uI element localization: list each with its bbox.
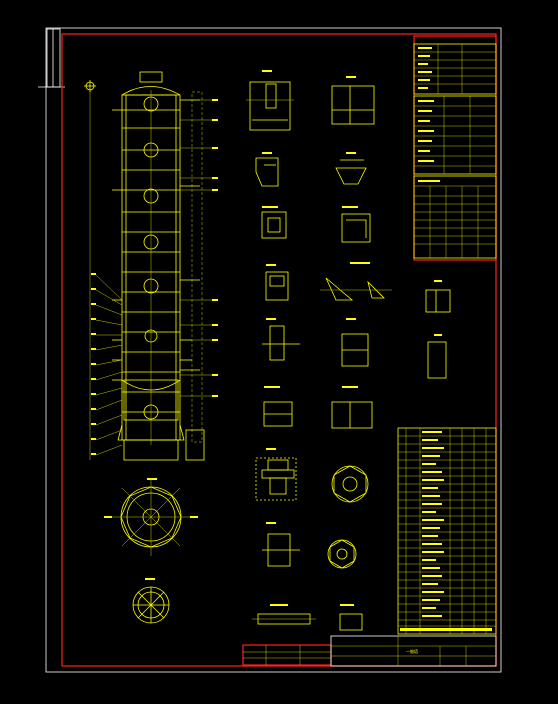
- tower-elevation-view: [84, 71, 218, 461]
- outer-frame: [45, 27, 502, 673]
- detail-views-column-3: [425, 280, 451, 379]
- inner-border: [61, 33, 497, 667]
- design-data-table: [413, 35, 497, 261]
- detail-views-column-1: [246, 70, 316, 625]
- base-ring-plan-view: [104, 478, 198, 556]
- title-block-drawing-name: 一舱塔: [406, 648, 418, 654]
- detail-views-column-2: [320, 76, 392, 631]
- revision-block: [242, 644, 332, 666]
- left-binding-strip: [46, 28, 61, 88]
- title-block: 一舱塔: [330, 635, 497, 667]
- parts-list-table: [397, 427, 497, 635]
- anchor-plate-plan-view: [132, 578, 170, 624]
